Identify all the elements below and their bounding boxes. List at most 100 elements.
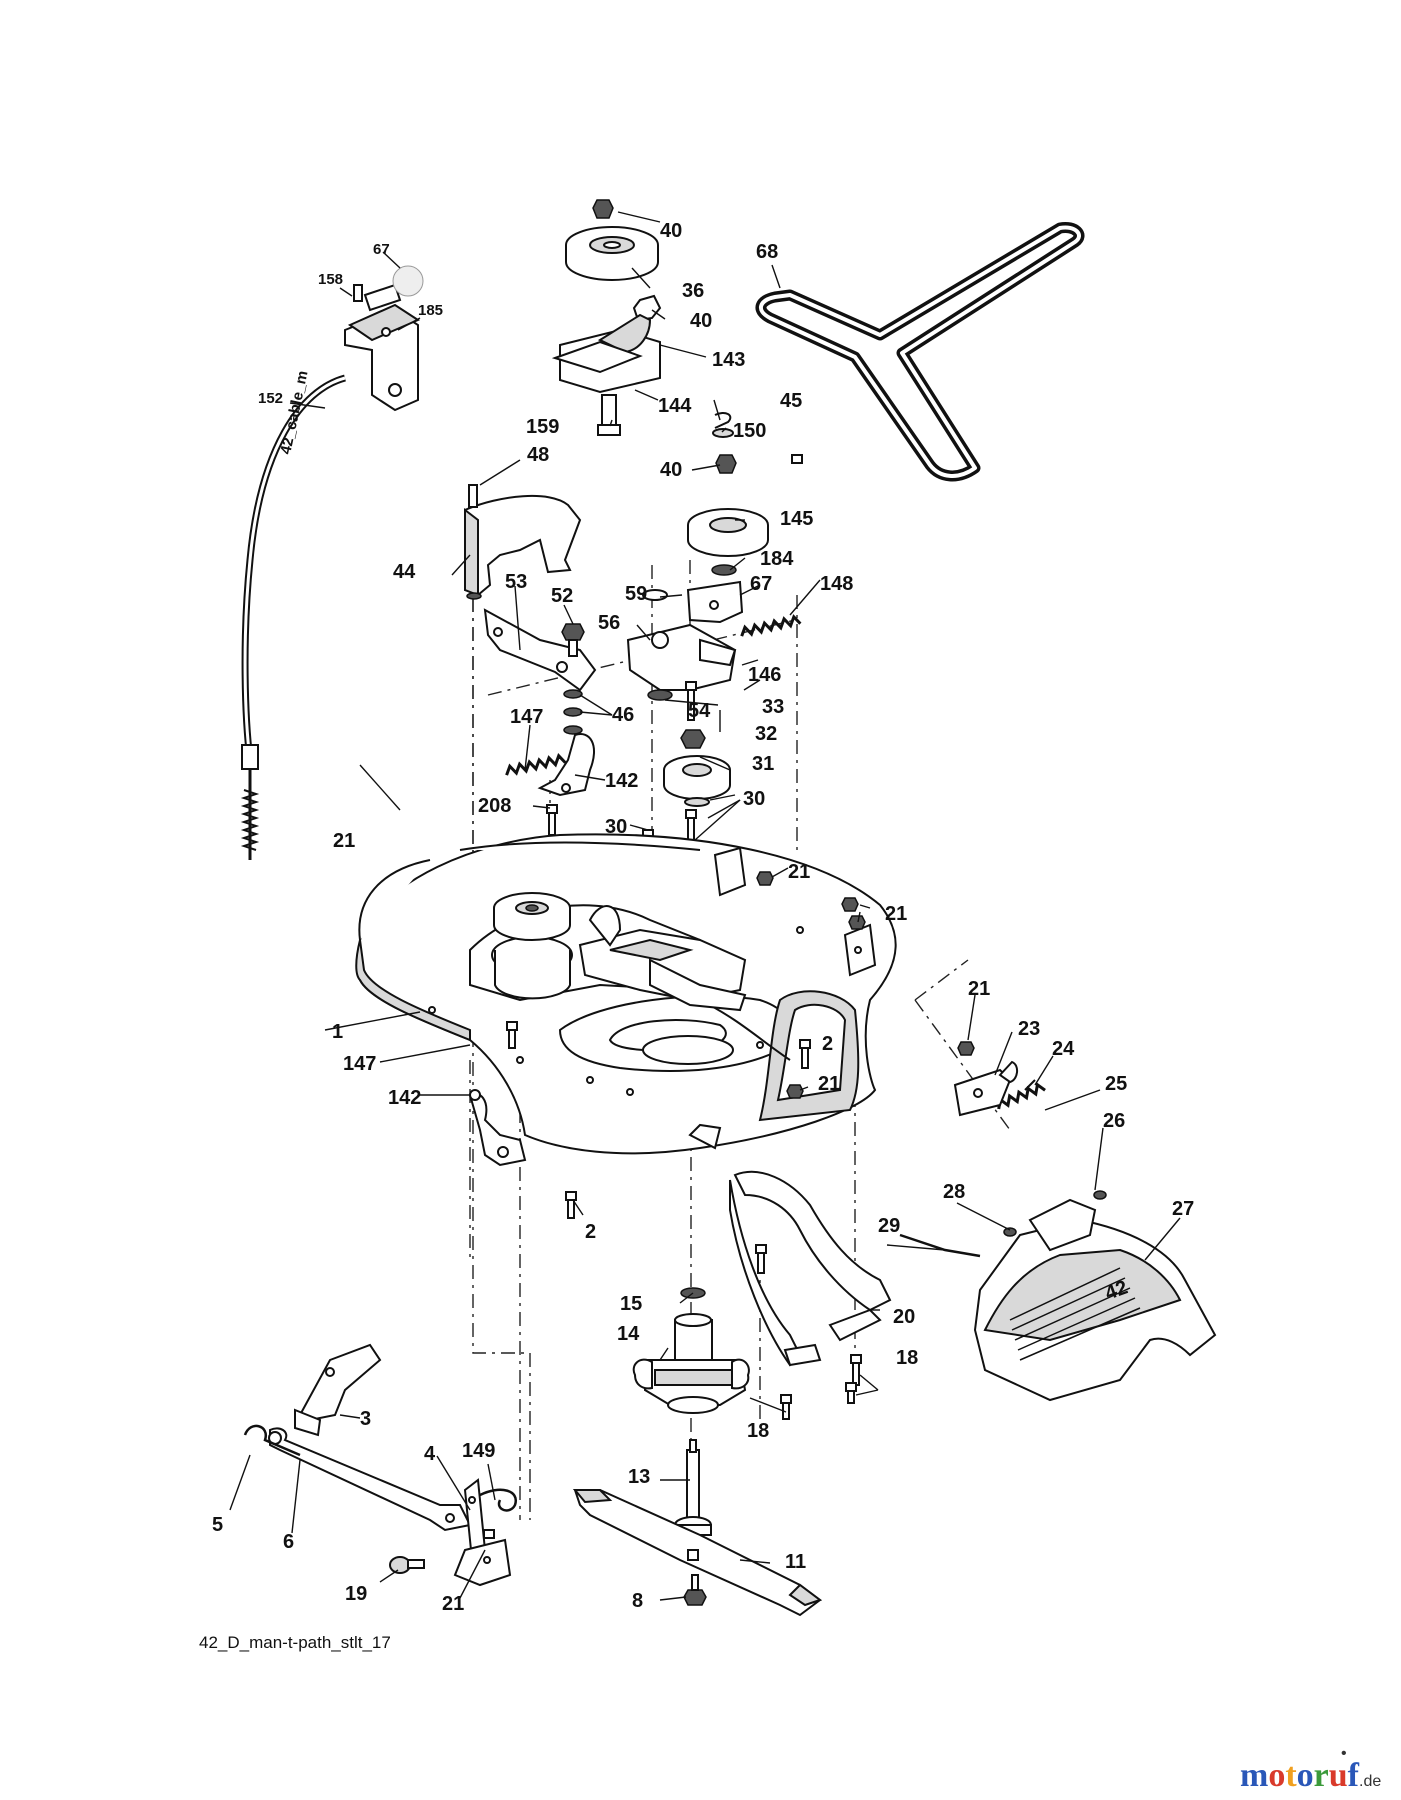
watermark-letter: r: [1314, 1757, 1329, 1794]
watermark-dot: •: [1341, 1745, 1347, 1762]
callout-25: 25: [1105, 1073, 1127, 1095]
callout-30a: 30: [605, 816, 627, 838]
callout-159: 159: [526, 416, 559, 438]
callout-150: 150: [733, 420, 766, 442]
bracket-3: [294, 1343, 382, 1437]
callout-67: 67: [373, 241, 390, 258]
callout-45: 45: [780, 390, 802, 412]
callout-55: 56: [598, 612, 620, 634]
callout-2b: 2: [585, 1221, 596, 1243]
blade-bolt: [683, 1574, 707, 1606]
motoruf-watermark: motoruf.de •: [1240, 1745, 1381, 1794]
callout-56: 59: [625, 583, 647, 605]
mower-blade: [572, 1489, 823, 1617]
bolts: [546, 454, 803, 869]
watermark-letter: u: [1329, 1757, 1348, 1794]
leader-lines: [229, 211, 1181, 1601]
callout-59: 67: [750, 573, 772, 595]
callout-146: 146: [748, 664, 781, 686]
spindle-shaft: [674, 1439, 712, 1536]
watermark-letter: t: [1285, 1757, 1297, 1794]
callout-1: 1: [332, 1021, 343, 1043]
idler-arm-53: [483, 608, 597, 692]
watermark-letter: o: [1268, 1757, 1285, 1794]
callout-148: 148: [820, 573, 853, 595]
callout-labels: 40 36 40 143 144 159 45 150 40 145 184 6…: [212, 220, 1194, 1615]
callout-31: 31: [752, 753, 774, 775]
watermark-letter: f: [1348, 1757, 1360, 1794]
callout-142b: 142: [388, 1087, 421, 1109]
callout-142a: 142: [605, 770, 638, 792]
watermark-letter: o: [1297, 1757, 1314, 1794]
callout-2a: 2: [822, 1033, 833, 1055]
callout-21b: 21: [885, 903, 907, 925]
callout-20: 20: [893, 1306, 915, 1328]
deflector-rod-20: [729, 1170, 892, 1420]
callout-40c: 40: [660, 459, 682, 481]
spring-clip-149: [479, 1488, 517, 1512]
callout-5: 5: [212, 1514, 223, 1536]
callout-46: 48: [527, 444, 549, 466]
callout-15: 15: [620, 1293, 642, 1315]
callout-29: 29: [878, 1215, 900, 1237]
callout-6: 6: [283, 1531, 294, 1553]
callout-32: 32: [755, 723, 777, 745]
callout-13: 13: [628, 1466, 650, 1488]
small-fasteners: [506, 1021, 811, 1219]
deflector-chute-27: 42: [973, 1198, 1217, 1402]
callout-4: 4: [424, 1443, 436, 1465]
callout-34: 21: [333, 830, 355, 852]
callout-149: 149: [462, 1440, 495, 1462]
idler-assembly-top: [551, 199, 662, 436]
callout-152: 152: [258, 390, 283, 407]
callout-147a: 147: [510, 706, 543, 728]
callout-147b: 147: [343, 1053, 376, 1075]
callout-21e: 21: [442, 1593, 464, 1615]
callout-40b: 40: [690, 310, 712, 332]
callout-3: 3: [360, 1408, 371, 1430]
callout-21c: 21: [818, 1073, 840, 1095]
svg-text:motoruf.de: motoruf.de: [1240, 1757, 1381, 1794]
bracket-4: [453, 1478, 512, 1587]
watermark-letter: m: [1240, 1757, 1268, 1794]
drive-belt: [755, 221, 1085, 482]
right-bracket-plate: [713, 846, 877, 977]
callout-40a: 40: [660, 220, 682, 242]
callout-48: 46: [612, 704, 634, 726]
callout-21a: 21: [788, 861, 810, 883]
cable-knob: [392, 265, 424, 297]
idler-pulley-middle: [686, 412, 769, 624]
callout-145: 145: [780, 508, 813, 530]
callout-8: 8: [632, 1590, 643, 1612]
callout-18b: 18: [747, 1420, 769, 1442]
callout-54: 54: [688, 700, 711, 722]
callout-18a: 18: [896, 1347, 918, 1369]
callout-52: 52: [551, 585, 573, 607]
deck-idler-bracket: [578, 905, 747, 1012]
callout-26: 26: [1103, 1110, 1125, 1132]
callout-33: 33: [762, 696, 784, 718]
spindle-assembly: [632, 1287, 750, 1414]
mower-deck: [355, 833, 897, 1155]
callout-23: 23: [1018, 1018, 1040, 1040]
deck-spindle-pulley: [491, 892, 573, 1000]
idler-arm-parts: [561, 623, 585, 735]
callout-27: 27: [1172, 1198, 1194, 1220]
callout-11: 11: [785, 1551, 806, 1573]
callout-19: 19: [345, 1583, 367, 1605]
callout-68: 68: [756, 241, 778, 263]
watermark-suffix: .de: [1359, 1773, 1381, 1790]
callout-208: 208: [478, 795, 511, 817]
callout-21d: 21: [968, 978, 990, 1000]
arm-142-upper: [537, 733, 595, 797]
callout-28: 28: [943, 1181, 965, 1203]
belt-cover: [464, 484, 582, 600]
shoulder-bolt-19: [389, 1556, 425, 1574]
callout-144: 144: [658, 395, 692, 417]
diagram-caption: 42_D_man-t-path_stlt_17: [199, 1633, 391, 1652]
drive-pulley-32: [663, 729, 731, 807]
callout-24: 24: [1052, 1038, 1075, 1060]
clutch-cable: 42_cable_m: [240, 369, 346, 860]
hairpin-clip-5: [243, 1424, 301, 1457]
